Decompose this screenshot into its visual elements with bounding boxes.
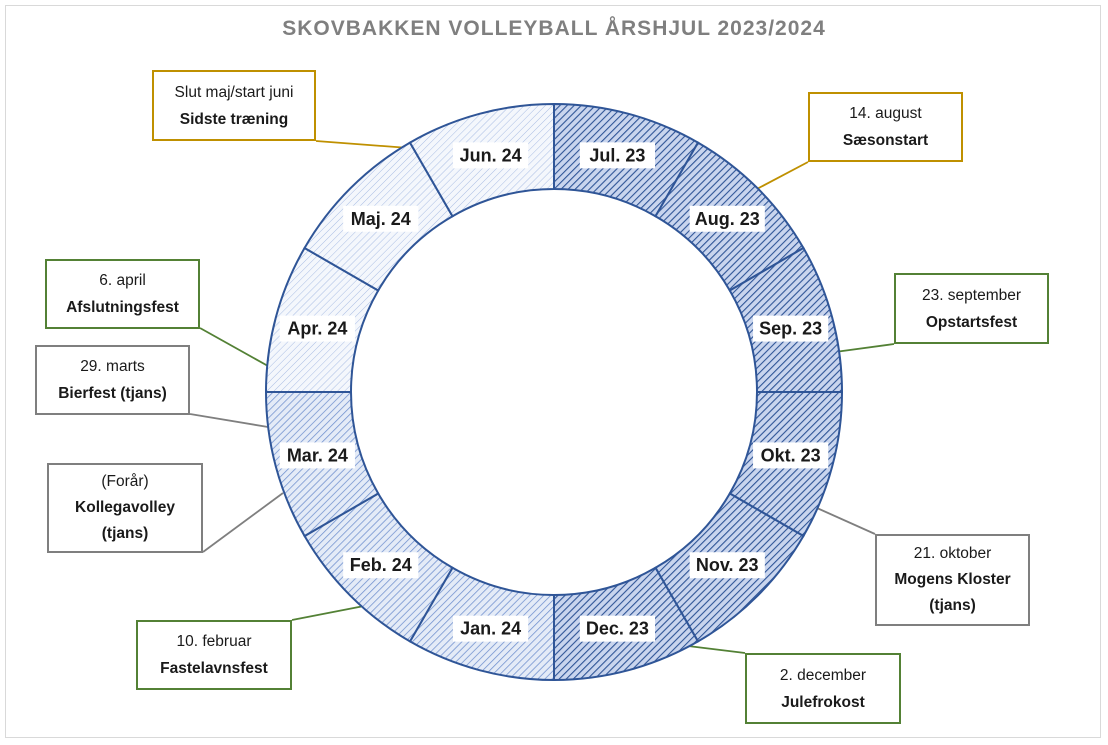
- month-label: Jul. 23: [589, 145, 645, 165]
- callout-date: 21. oktober: [913, 545, 992, 562]
- callout-event: Bierfest (tjans): [58, 385, 167, 402]
- connector-line: [199, 327, 269, 367]
- connector-line: [816, 507, 876, 535]
- month-label-bg: [452, 142, 529, 169]
- month-segments: [264, 102, 844, 682]
- callout-event: Kollegavolley: [75, 499, 175, 516]
- month-label: Maj. 24: [351, 209, 411, 229]
- callout-afslutningsfest: 6. april Afslutningsfest: [45, 259, 200, 329]
- callout-event: Opstartsfest: [925, 313, 1018, 331]
- month-label: Apr. 24: [287, 319, 347, 339]
- callout-event-note: (tjans): [101, 525, 149, 542]
- callout-date: 10. februar: [176, 633, 252, 650]
- month-label-bg: [279, 442, 355, 469]
- callout-kollegavolley: (Forår) Kollegavolley (tjans): [47, 463, 203, 553]
- callout-event: Mogens Kloster: [894, 571, 1011, 588]
- month-label: Mar. 24: [287, 445, 348, 465]
- month-label-bg: [279, 315, 355, 342]
- callout-date: 6. april: [99, 272, 146, 289]
- month-label: Okt. 23: [761, 445, 821, 465]
- callout-date: 23. september: [921, 286, 1022, 304]
- month-label-bg: [579, 142, 656, 169]
- callout-date: 2. december: [779, 666, 867, 684]
- connector-line: [834, 343, 895, 353]
- connector-line: [189, 413, 269, 428]
- month-label: Aug. 23: [695, 209, 760, 229]
- callout-fastelavnsfest: 10. februar Fastelavnsfest: [136, 620, 292, 690]
- month-label-bg: [689, 552, 765, 579]
- callout-mogens-kloster: 21. oktober Mogens Kloster (tjans): [875, 534, 1030, 626]
- chart-frame: [5, 5, 1101, 738]
- callout-date: Slut maj/start juni: [174, 83, 294, 101]
- month-label: Jan. 24: [460, 619, 521, 639]
- callout-julefrokost: 2. december Julefrokost: [745, 653, 901, 724]
- callout-event: Julefrokost: [781, 693, 865, 711]
- month-label-bg: [753, 442, 829, 469]
- callout-event: Sidste træning: [179, 110, 289, 128]
- connector-line: [202, 492, 284, 553]
- month-label-bg: [343, 205, 419, 232]
- connector-line: [315, 140, 410, 149]
- month-label-bg: [452, 615, 529, 642]
- callout-opstartsfest: 23. september Opstartsfest: [894, 273, 1049, 344]
- callout-sidste-traening: Slut maj/start juni Sidste træning: [152, 70, 316, 141]
- callout-event-note: (tjans): [929, 597, 976, 614]
- month-label-bg: [753, 315, 829, 342]
- connector-line: [754, 161, 809, 191]
- month-label-bg: [689, 205, 765, 232]
- callout-date: 14. august: [849, 105, 922, 122]
- callout-date: 29. marts: [80, 358, 145, 375]
- callout-event: Fastelavnsfest: [160, 660, 268, 677]
- page-title: SKOVBAKKEN VOLLEYBALL ÅRSHJUL 2023/2024: [282, 17, 826, 40]
- callout-date: (Forår): [101, 473, 149, 490]
- month-labels: Jul. 23 Aug. 23 Sep. 23 Okt. 23 Nov. 23 Dec. …: [279, 142, 829, 642]
- callout-event: Sæsonstart: [842, 132, 929, 149]
- connector-line: [291, 605, 365, 621]
- month-label: Feb. 24: [350, 555, 412, 575]
- month-label-bg: [343, 552, 419, 579]
- connector-line: [687, 645, 746, 654]
- month-label-bg: [579, 615, 656, 642]
- callout-event: Afslutningsfest: [66, 299, 179, 316]
- callout-saesonstart: 14. august Sæsonstart: [808, 92, 963, 162]
- month-label: Sep. 23: [759, 319, 822, 339]
- connector-lines: [189, 140, 895, 654]
- callout-bierfest: 29. marts Bierfest (tjans): [35, 345, 190, 415]
- month-label: Dec. 23: [586, 619, 649, 639]
- month-label: Nov. 23: [696, 555, 759, 575]
- month-label: Jun. 24: [460, 145, 522, 165]
